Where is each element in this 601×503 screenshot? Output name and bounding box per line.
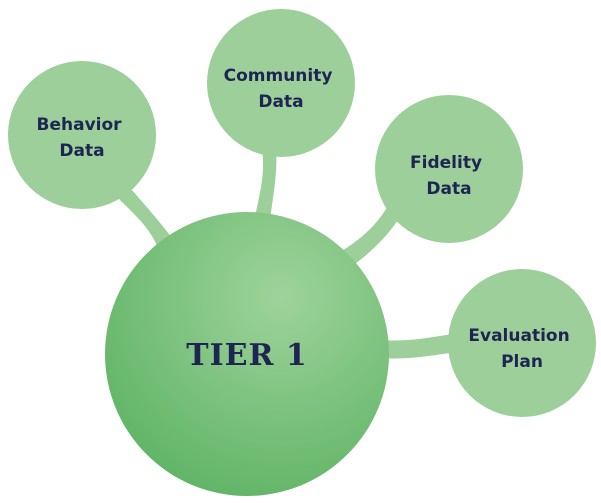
center-label: TIER 1 xyxy=(186,338,307,373)
node-label-line: Plan xyxy=(501,352,543,372)
connector-fidelity-data xyxy=(340,202,404,266)
node-fidelity-data: Fidelity Data xyxy=(375,95,523,243)
node-evaluation-plan: Evaluation Plan xyxy=(448,269,596,417)
center-circle xyxy=(105,212,389,496)
node-label-line: Data xyxy=(59,141,104,161)
node-label-line: Data xyxy=(258,92,303,112)
connector-community-data xyxy=(254,150,277,222)
node-circle xyxy=(448,269,596,417)
node-label-line: Evaluation xyxy=(468,326,569,346)
node-label-line: Fidelity xyxy=(410,153,482,173)
svg-text:Community Data: Community Data xyxy=(224,66,339,112)
center-node: TIER 1 xyxy=(105,212,389,496)
svg-text:Evaluation Plan: Evaluation Plan xyxy=(468,326,575,372)
svg-text:Behavior Data: Behavior Data xyxy=(37,115,128,161)
node-circle xyxy=(8,61,156,209)
node-community-data: Community Data xyxy=(207,9,355,157)
connector-behavior-data xyxy=(118,190,172,248)
node-label-line: Behavior xyxy=(37,115,123,135)
node-label-line: Data xyxy=(426,179,471,199)
node-circle xyxy=(375,95,523,243)
connectors xyxy=(118,150,456,359)
svg-text:Fidelity Data: Fidelity Data xyxy=(410,153,488,199)
connector-evaluation-plan xyxy=(378,334,456,359)
node-label-line: Community xyxy=(224,66,333,86)
node-behavior-data: Behavior Data xyxy=(8,61,156,209)
node-circle xyxy=(207,9,355,157)
